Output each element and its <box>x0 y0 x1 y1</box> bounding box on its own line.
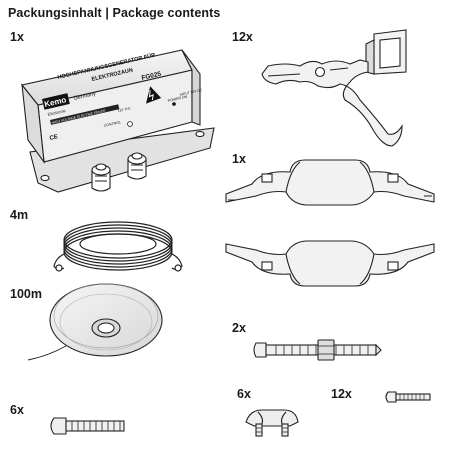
qty-cable: 4m <box>10 208 29 222</box>
qty-generator: 1x <box>10 30 24 44</box>
bolt-nut <box>317 339 335 361</box>
input-label: INPUT 12V DC <box>179 88 203 97</box>
wire-clamp <box>245 409 299 437</box>
ce-mark: CE <box>49 134 58 142</box>
wire-spool <box>27 283 163 361</box>
screw-left <box>50 417 125 435</box>
mounting-bracket-lower <box>225 240 435 287</box>
clip-hole <box>314 66 326 78</box>
qty-clips: 12x <box>232 30 253 44</box>
cable-end-left <box>55 264 63 272</box>
mounting-bracket <box>225 159 435 206</box>
terminal-left <box>91 163 111 192</box>
device-country: Germany <box>73 91 97 102</box>
qty-bolt-long: 2x <box>232 321 246 335</box>
qty-bracket: 1x <box>232 152 246 166</box>
qty-screw-left: 6x <box>10 403 24 417</box>
long-bolt <box>253 339 382 361</box>
power-label: POWER ON <box>167 94 188 102</box>
wire-end <box>27 345 67 361</box>
kemo-brand-sub: Electronic <box>47 108 66 117</box>
qty-screw-small: 12x <box>331 387 352 401</box>
qty-wire: 100m <box>10 287 42 301</box>
cable-end-right <box>174 264 182 272</box>
control-label: CONTROL <box>103 120 121 128</box>
power-led <box>172 102 176 106</box>
device-model: FG025 <box>141 71 162 82</box>
terminal-right <box>127 152 147 180</box>
kemo-logo <box>42 93 70 110</box>
control-knob <box>127 121 133 127</box>
page-title: Packungsinhalt | Package contents <box>8 6 221 20</box>
warning-strip <box>50 104 120 125</box>
generator-device <box>21 49 215 193</box>
small-screw <box>385 391 431 403</box>
cable-coil <box>53 221 183 272</box>
qty-clamp: 6x <box>237 387 251 401</box>
insulator-clip <box>261 29 407 147</box>
voltage-label: 12V 1Hz <box>117 106 131 113</box>
